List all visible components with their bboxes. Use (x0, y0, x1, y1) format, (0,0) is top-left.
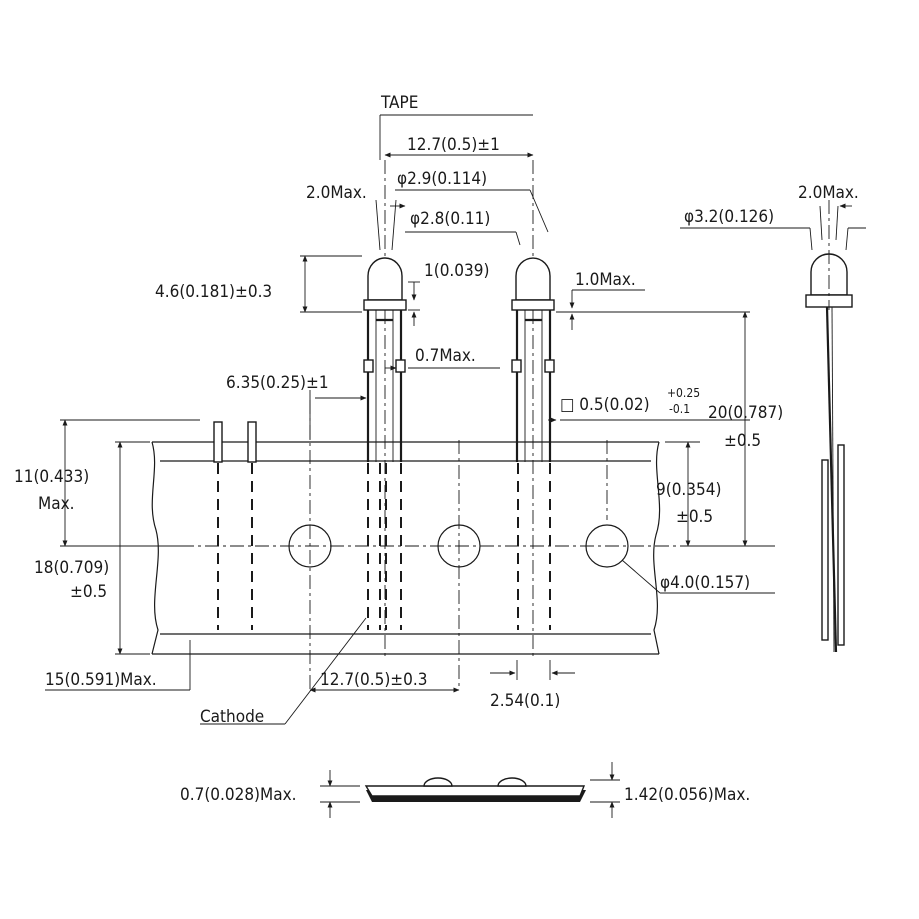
label-hole-dia: φ4.0(0.157) (660, 573, 750, 593)
label-max-2-0-left: 2.0Max. (306, 183, 367, 203)
label-pitch-bottom: 12.7(0.5)±0.3 (320, 670, 427, 690)
label-2-54: 2.54(0.1) (490, 691, 560, 711)
label-tape: TAPE (380, 93, 418, 113)
labels: TAPE 12.7(0.5)±1 φ2.9(0.114) 2.0Max. φ2.… (14, 93, 859, 805)
label-bottom-1-42: 1.42(0.056)Max. (624, 785, 750, 805)
label-6-35: 6.35(0.25)±1 (226, 373, 329, 393)
side-view (680, 200, 866, 653)
bottom-view (320, 762, 620, 818)
label-side-max: 2.0Max. (798, 183, 859, 203)
label-9: 9(0.354) (656, 480, 721, 500)
label-square-lead-minus: -0.1 (669, 402, 690, 416)
label-square-lead: □ 0.5(0.02) (560, 395, 650, 415)
label-dia-2-8: φ2.8(0.11) (410, 209, 490, 229)
label-20: 20(0.787) (708, 403, 783, 423)
label-18: 18(0.709) (34, 558, 109, 578)
label-height-4-6: 4.6(0.181)±0.3 (155, 282, 272, 302)
label-pitch-top: 12.7(0.5)±1 (407, 135, 500, 155)
tape-body (151, 441, 661, 655)
label-max-0-7: 0.7Max. (415, 346, 476, 366)
dimensions (45, 114, 775, 725)
label-20-tol: ±0.5 (724, 431, 761, 451)
label-cathode: Cathode (200, 707, 264, 727)
label-15-max: 15(0.591)Max. (45, 670, 157, 690)
led-1 (363, 257, 407, 462)
label-d-1: 1(0.039) (424, 261, 489, 281)
centre-lines (180, 160, 690, 690)
led-2 (511, 257, 555, 462)
taped-leads (217, 463, 551, 630)
label-9-tol: ±0.5 (676, 507, 713, 527)
label-dia-2-9: φ2.9(0.114) (397, 169, 487, 189)
label-18-tol: ±0.5 (70, 582, 107, 602)
label-max-1-0: 1.0Max. (575, 270, 636, 290)
label-bottom-0-7: 0.7(0.028)Max. (180, 785, 297, 805)
cut-leads (213, 421, 257, 463)
label-square-lead-plus: +0.25 (667, 386, 700, 400)
label-11-max: Max. (38, 494, 74, 514)
label-11: 11(0.433) (14, 467, 89, 487)
label-side-dia: φ3.2(0.126) (684, 207, 774, 227)
